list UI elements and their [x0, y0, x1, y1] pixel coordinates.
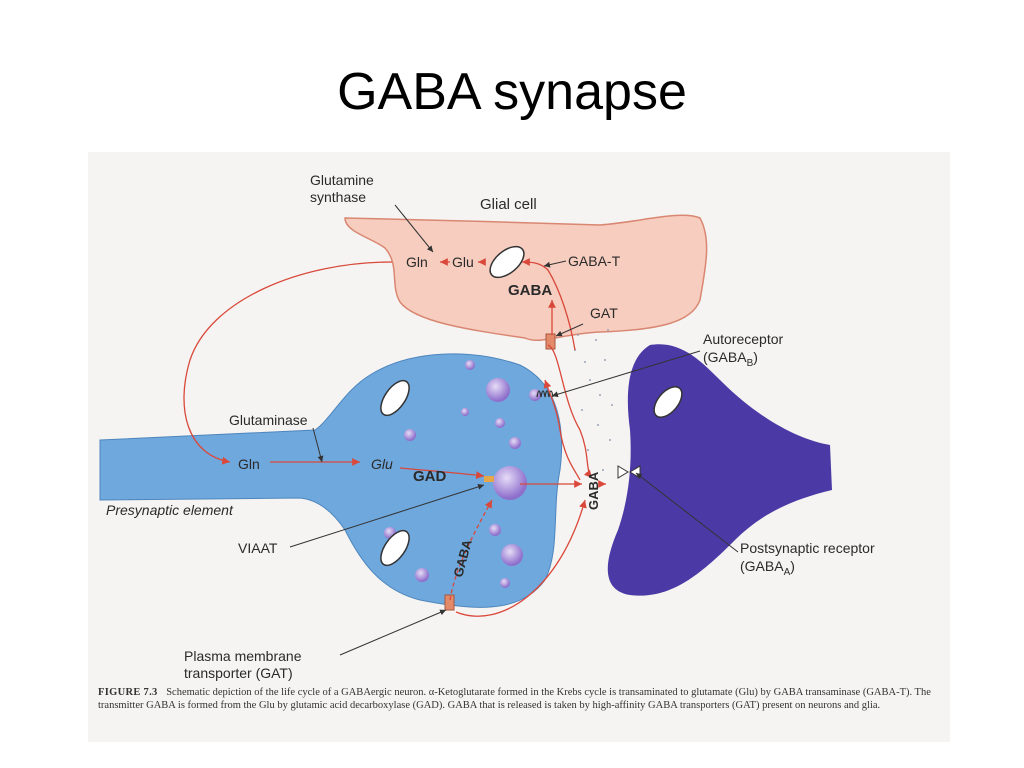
label-glu-pre: Glu — [371, 456, 393, 472]
caption-text: Schematic depiction of the life cycle of… — [98, 687, 931, 711]
label-glutamine-synthase-1: Glutamine — [310, 172, 374, 188]
figure-number: FIGURE 7.3 — [98, 687, 158, 698]
postsynaptic-receptor-icon — [617, 465, 641, 479]
label-gaba-t: GABA-T — [568, 253, 621, 269]
label-viaat: VIAAT — [238, 540, 278, 556]
vesicles — [384, 360, 541, 588]
label-plasma-membrane-2: transporter (GAT) — [184, 665, 293, 681]
slide-title: GABA synapse — [337, 63, 687, 121]
label-gaba-cleft: GABA — [586, 471, 601, 510]
pathway-arrows — [183, 258, 606, 617]
label-autoreceptor: Autoreceptor — [703, 331, 783, 347]
label-gaba-glia: GABA — [508, 282, 552, 299]
mitochondria — [380, 245, 683, 567]
label-postsynaptic: Postsynaptic receptor — [740, 540, 875, 556]
label-glial-cell: Glial cell — [480, 196, 537, 213]
label-glu-glia: Glu — [452, 254, 474, 270]
synaptic-cleft-dots — [574, 317, 613, 471]
label-presynaptic: Presynaptic element — [106, 502, 234, 518]
autoreceptor-coil — [536, 390, 554, 398]
label-postsynaptic-sub: (GABAA) — [740, 558, 795, 578]
label-autoreceptor-sub: (GABAB) — [703, 349, 758, 369]
label-gln-pre: Gln — [238, 456, 260, 472]
leader-lines — [289, 204, 739, 656]
gat-glia-transporter — [545, 333, 556, 350]
label-plasma-membrane-1: Plasma membrane — [184, 648, 302, 664]
label-gad: GAD — [413, 468, 447, 485]
presynaptic-shape — [99, 353, 563, 608]
glial-cell-shape — [344, 214, 708, 342]
viaat-transporter — [484, 476, 494, 482]
label-glutamine-synthase-2: synthase — [310, 189, 366, 205]
plasma-membrane-transporter — [444, 594, 455, 611]
label-glutaminase: Glutaminase — [229, 412, 308, 428]
label-gln-glia: Gln — [406, 254, 428, 270]
figure-caption: FIGURE 7.3 Schematic depiction of the li… — [98, 686, 940, 712]
postsynaptic-shape — [607, 344, 832, 596]
label-gat-glia: GAT — [590, 305, 618, 321]
